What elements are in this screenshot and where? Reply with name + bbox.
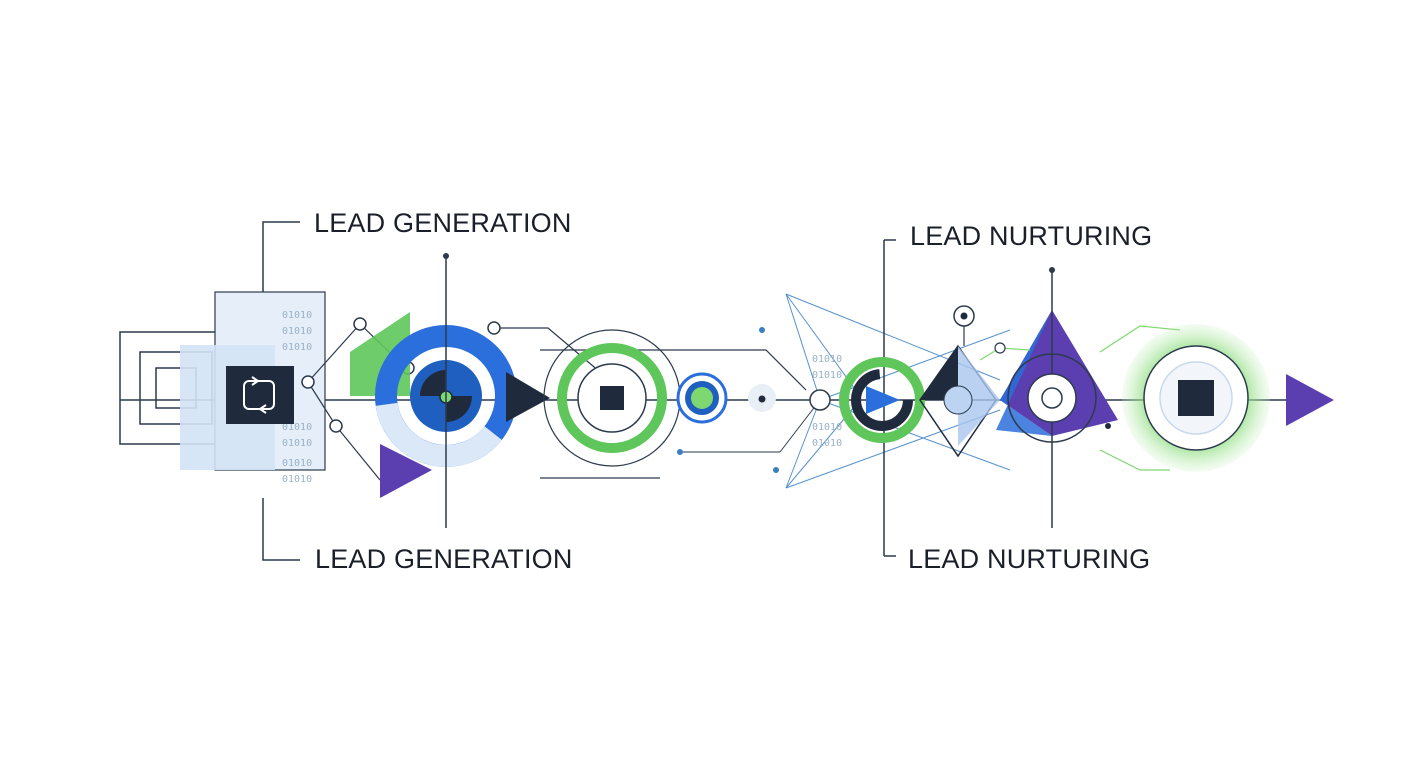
binary-text: 01010: [282, 474, 312, 485]
small-dot: [1105, 423, 1111, 429]
blue-dot: [759, 327, 765, 333]
play-triangle-icon: [1286, 374, 1334, 426]
axis-cap: [443, 253, 449, 259]
binary-text: 01010: [812, 354, 842, 365]
light-blue-shape: [958, 346, 1000, 446]
binary-text: 01010: [282, 310, 312, 321]
small-ring-green: [691, 387, 713, 409]
navy-quadrant: [420, 370, 446, 396]
binary-text: 01010: [282, 342, 312, 353]
label-lead-generation-top: LEAD GENERATION: [314, 208, 572, 238]
target-dot: [960, 312, 968, 320]
navy-triangle: [920, 346, 958, 400]
connector-lower: [779, 399, 821, 453]
label-bracket-top-left: [262, 221, 300, 292]
binary-text: 01010: [282, 422, 312, 433]
node-dot: [809, 389, 831, 411]
binary-text: 01010: [812, 370, 842, 381]
green-ring-outer: [557, 343, 667, 453]
label-lead-nurturing-top: LEAD NURTURING: [910, 221, 1152, 251]
node-dot: [301, 375, 315, 389]
binary-column-right: 01010 01010 01010 01010: [812, 354, 842, 449]
node-dot: [487, 321, 501, 335]
binary-column: 01010 01010 01010 01010 01010 01010 0101…: [282, 310, 312, 485]
play-triangle-icon: [866, 386, 900, 414]
binary-text: 01010: [282, 438, 312, 449]
purple-triangle-left: [380, 444, 432, 498]
node-ring: [1007, 353, 1097, 443]
dark-arrow: [506, 372, 550, 422]
label-bracket-bottom-left: [262, 498, 300, 561]
label-lead-generation-bottom: LEAD GENERATION: [315, 544, 573, 574]
binary-text: 01010: [812, 422, 842, 433]
node-dot: [329, 419, 343, 433]
square-core: [600, 386, 624, 410]
blue-dot: [773, 467, 779, 473]
node-dot: [353, 317, 367, 331]
small-dot: [677, 449, 683, 455]
axis-cap: [1049, 267, 1055, 273]
play-ring-navy: [851, 369, 913, 431]
binary-text: 01010: [812, 438, 842, 449]
blue-kite: [996, 310, 1052, 436]
small-dot: [758, 395, 766, 403]
light-circle: [943, 385, 973, 415]
square-core: [1178, 380, 1214, 416]
node-dot-center: [1041, 387, 1063, 409]
navy-quadrant: [446, 396, 472, 422]
label-lead-nurturing-bottom: LEAD NURTURING: [908, 544, 1150, 574]
binary-text: 01010: [282, 326, 312, 337]
refresh-icon: [243, 376, 275, 414]
process-node: [226, 366, 294, 424]
binary-text: 01010: [282, 458, 312, 469]
node-dot: [994, 342, 1006, 354]
